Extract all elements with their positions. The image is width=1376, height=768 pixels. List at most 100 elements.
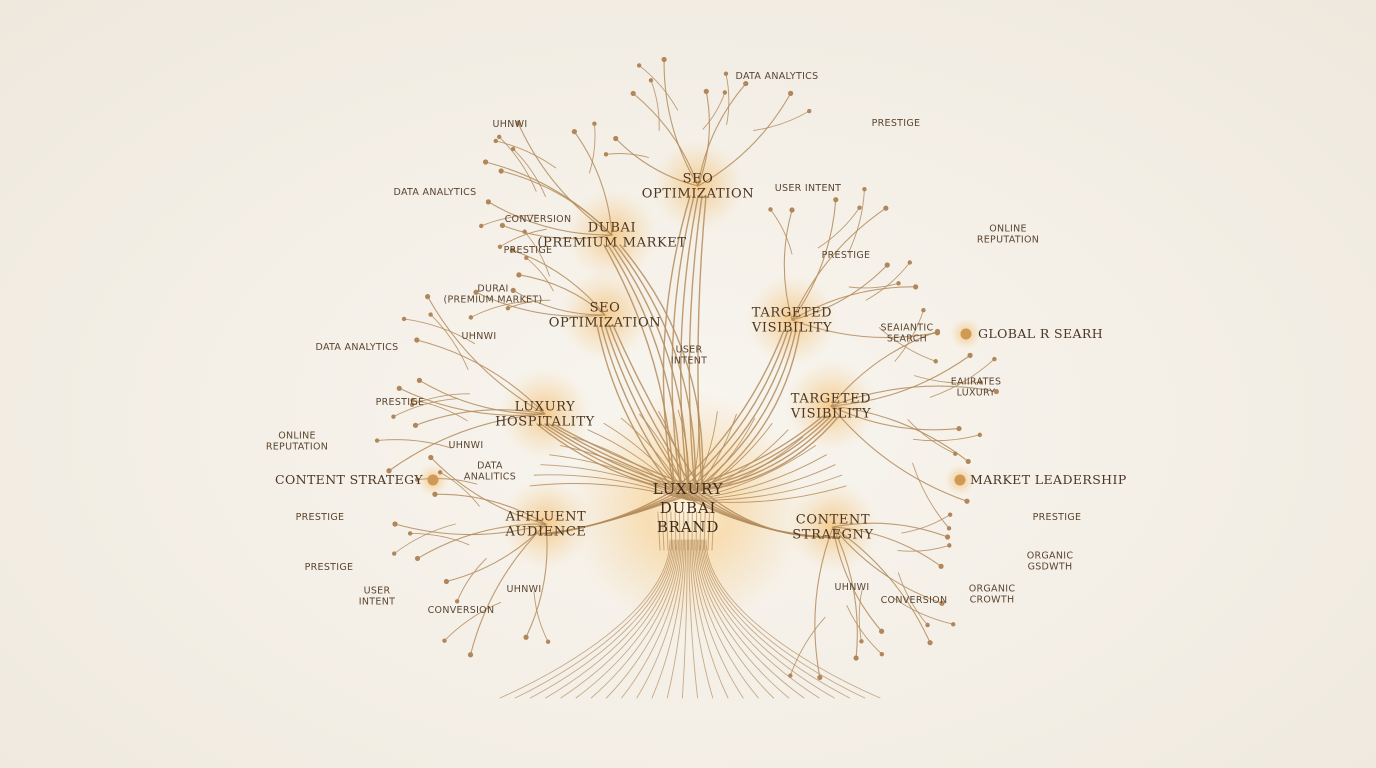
tree-branch (518, 274, 606, 316)
branch-tip-dot (907, 260, 912, 265)
label-data-analytics-2: DATA ANALYTICS (394, 187, 477, 198)
tree-branch (495, 140, 557, 169)
branch-tip-dot (467, 652, 474, 658)
trunk-line (711, 511, 715, 551)
tree-branch (412, 399, 468, 422)
trunk-root-line (704, 539, 866, 699)
branch-tip-dot (391, 414, 396, 419)
label-uhnwi-4: UHNWI (507, 584, 542, 595)
branch-tip-dot (853, 655, 859, 661)
branch-tip-dot (927, 640, 933, 646)
branch-tip-dot (432, 491, 438, 497)
branch-tip-dot (768, 207, 773, 212)
tree-branch (687, 411, 718, 501)
tree-branch (687, 485, 847, 503)
trunk-root-line (698, 539, 805, 699)
label-prestige-3: PRESTIGE (822, 250, 871, 261)
tree-branch (600, 324, 682, 491)
tree-branch (376, 439, 452, 449)
tree-branch (894, 309, 924, 362)
branch-tip-dot (482, 159, 489, 165)
branch-tip-dot (396, 385, 402, 391)
tree-branch (658, 411, 689, 501)
hub-label-dubai-premium: DUBAI(PREMIUM MARKET (537, 221, 686, 251)
tree-branch (525, 523, 548, 638)
branch-tip-dot (648, 78, 654, 83)
tree-branch (603, 422, 689, 501)
label-conversion-1: CONVERSION (505, 214, 572, 225)
tree-branch (832, 526, 858, 659)
global-search-label: GLOBAL R SEARH (978, 326, 1103, 341)
tree-branch (418, 379, 546, 415)
trunk-line (703, 511, 706, 551)
branch-tip-dot (524, 255, 529, 260)
branch-tip-dot (944, 534, 951, 540)
trunk-root-line (705, 539, 881, 699)
tree-branch (475, 291, 606, 317)
tree-branch (430, 314, 469, 371)
trunk-root-line (529, 539, 674, 699)
tree-branch (791, 319, 938, 339)
branch-tip-dot (523, 634, 529, 640)
tree-branch (832, 526, 942, 567)
tree-branch (394, 523, 547, 536)
trunk-root-line (499, 539, 671, 699)
branch-tip-dot (499, 222, 506, 229)
tree-branch (470, 300, 529, 318)
tree-branch (687, 436, 804, 501)
trunk-root-line (605, 539, 681, 699)
tree-branch (501, 224, 613, 240)
label-uhnwi-1: UHNWI (493, 119, 528, 130)
branch-tip-dot (414, 555, 421, 562)
branch-tip-dot (933, 359, 938, 364)
branch-tip-dot (934, 328, 941, 335)
tree-branch (791, 264, 888, 321)
tree-branch (619, 244, 704, 491)
branch-tip-dot (953, 451, 958, 456)
tree-branch (430, 456, 547, 525)
tree-branch (832, 526, 943, 604)
trunk-root-line (692, 539, 744, 699)
content-strategy-left-label: CONTENT STRATEGY (275, 472, 423, 487)
branch-tip-dot (947, 543, 952, 548)
tree-branch (393, 398, 458, 418)
trunk-root-line (701, 539, 835, 699)
branch-tip-dot (879, 628, 885, 634)
label-conversion-2: CONVERSION (428, 605, 495, 616)
branch-tip-dot (788, 90, 794, 96)
branch-tip-dot (485, 199, 491, 205)
tree-branch (832, 522, 949, 538)
tree-branch (560, 445, 689, 501)
tree-branch (697, 92, 792, 187)
branch-tip-dot (661, 56, 667, 63)
tree-branch (456, 558, 487, 602)
tree-branch (605, 153, 650, 158)
branch-tip-dot (939, 600, 945, 606)
tree-branch (697, 83, 747, 187)
tree-branch (680, 329, 789, 491)
tree-branch (890, 595, 954, 625)
tree-branch (912, 462, 950, 529)
tree-branch (615, 137, 699, 187)
label-prestige-4: PRESTIGE (376, 397, 425, 408)
tree-branch (830, 330, 939, 407)
branch-tip-dot (946, 526, 952, 531)
label-uhnwi-3: UHNWI (449, 440, 484, 451)
trunk-root-line (696, 539, 790, 699)
branch-tip-dot (493, 138, 498, 144)
tree-branch (830, 385, 997, 407)
tree-branch (639, 413, 689, 501)
tree-branch (694, 329, 797, 491)
node-glow (568, 390, 808, 630)
trunk-root-line (691, 539, 729, 699)
tree-branch (897, 544, 950, 552)
branch-tip-dot (965, 458, 971, 465)
